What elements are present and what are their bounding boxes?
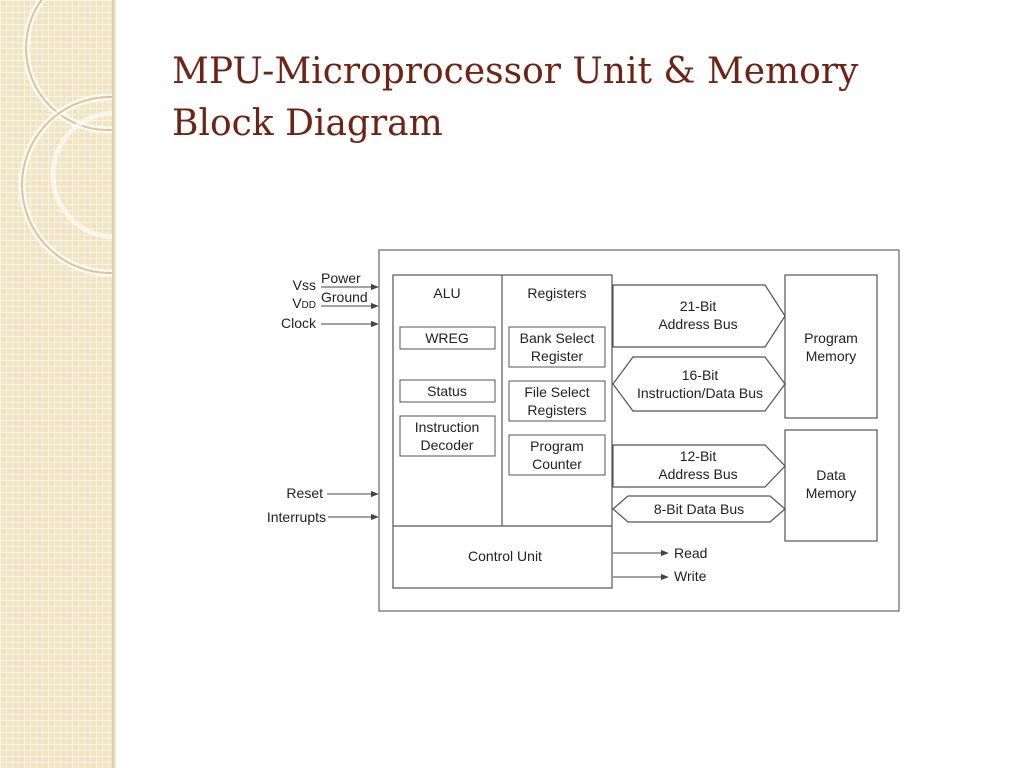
instruction-decoder-label-1: Instruction — [415, 419, 480, 435]
vss-label: Vss — [293, 277, 316, 293]
instruction-data-bus-label-1: 16-Bit — [682, 367, 719, 383]
control-unit-label: Control Unit — [468, 548, 542, 564]
slide-title-line-2: Block Diagram — [172, 103, 443, 144]
data-memory-label-1: Data — [816, 467, 846, 483]
vdd-label: VDD — [292, 295, 316, 311]
vdd-subscript: DD — [302, 300, 316, 311]
write-label: Write — [674, 568, 707, 584]
data-bus-label: 8-Bit Data Bus — [654, 501, 744, 517]
file-select-label-2: Registers — [527, 402, 586, 418]
program-counter-label-1: Program — [530, 438, 584, 454]
slide-title-line-1: MPU-Microprocessor Unit & Memory — [172, 51, 859, 92]
instruction-data-bus-label-2: Instruction/Data Bus — [637, 385, 763, 401]
program-memory-label-1: Program — [804, 330, 858, 346]
status-label: Status — [427, 383, 467, 399]
data-memory-label-2: Memory — [806, 485, 857, 501]
reset-label: Reset — [286, 485, 323, 501]
decorative-sidebar — [0, 0, 112, 768]
sidebar-divider — [112, 0, 116, 768]
data-memory-box — [784, 429, 878, 542]
clock-label: Clock — [281, 315, 317, 331]
program-address-bus-label-2: Address Bus — [658, 316, 737, 332]
read-label: Read — [674, 545, 707, 561]
alu-label: ALU — [433, 285, 460, 301]
data-address-bus-label-2: Address Bus — [658, 466, 737, 482]
program-memory-label-2: Memory — [806, 348, 857, 364]
data-address-bus-label-1: 12-Bit — [680, 448, 717, 464]
program-counter-box — [508, 434, 606, 476]
interrupts-label: Interrupts — [267, 509, 326, 525]
instruction-data-bus-arrow — [612, 356, 786, 412]
status-box — [399, 379, 496, 403]
bank-select-label-1: Bank Select — [520, 330, 595, 346]
decorative-circles — [18, 0, 112, 277]
instruction-decoder-label-2: Decoder — [421, 437, 474, 453]
bank-select-label-2: Register — [531, 348, 583, 364]
wreg-label: WREG — [425, 330, 469, 346]
file-select-registers-box — [508, 380, 606, 422]
vdd-v: V — [292, 295, 302, 311]
data-address-bus-arrow — [612, 444, 786, 488]
bank-select-register-box — [508, 326, 606, 368]
power-label: Power — [321, 270, 361, 286]
program-address-bus-label-1: 21-Bit — [680, 298, 717, 314]
ground-label: Ground — [321, 289, 368, 305]
instruction-decoder-box — [399, 415, 496, 457]
file-select-label-1: File Select — [524, 384, 589, 400]
program-counter-label-2: Counter — [532, 456, 582, 472]
wreg-box — [399, 326, 496, 350]
program-memory-box — [784, 274, 878, 419]
slide-title: MPU-Microprocessor Unit & Memory Block D… — [172, 46, 992, 150]
registers-label: Registers — [527, 285, 586, 301]
program-address-bus-arrow — [612, 284, 786, 348]
